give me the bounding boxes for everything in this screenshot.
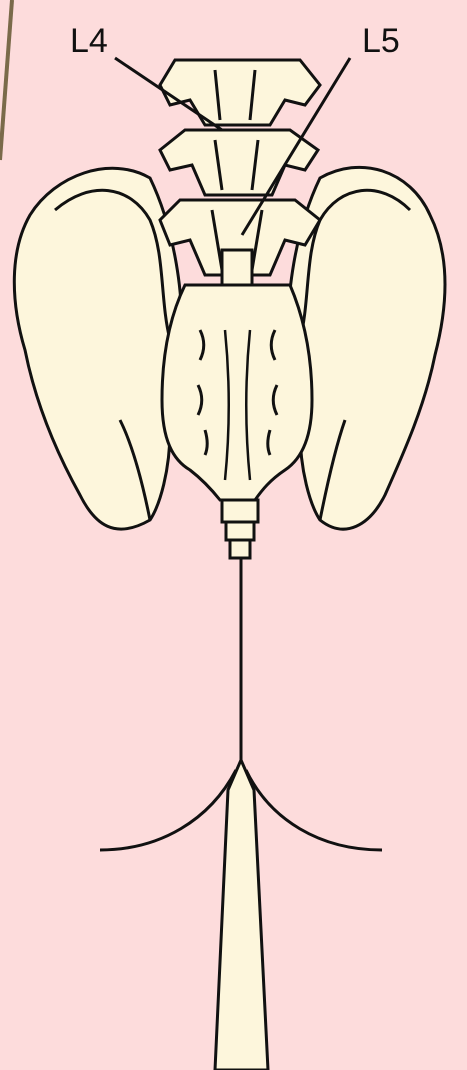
coccyx-segment-1	[222, 500, 258, 522]
label-l4: L4	[70, 22, 108, 60]
right-buttock-crease	[246, 770, 382, 850]
coccyx	[222, 500, 258, 558]
left-buttock-crease	[100, 770, 236, 850]
sacrum	[162, 285, 312, 500]
l5-spinous-process	[222, 250, 252, 288]
leg-gap	[215, 760, 268, 1070]
coccyx-segment-2	[226, 522, 254, 540]
frame-edge-left	[0, 0, 12, 160]
vertebra-upper	[160, 60, 320, 125]
left-ilium	[14, 168, 181, 529]
coccyx-segment-3	[230, 540, 250, 558]
vertebra-l4	[160, 130, 318, 195]
label-l5: L5	[362, 22, 400, 60]
